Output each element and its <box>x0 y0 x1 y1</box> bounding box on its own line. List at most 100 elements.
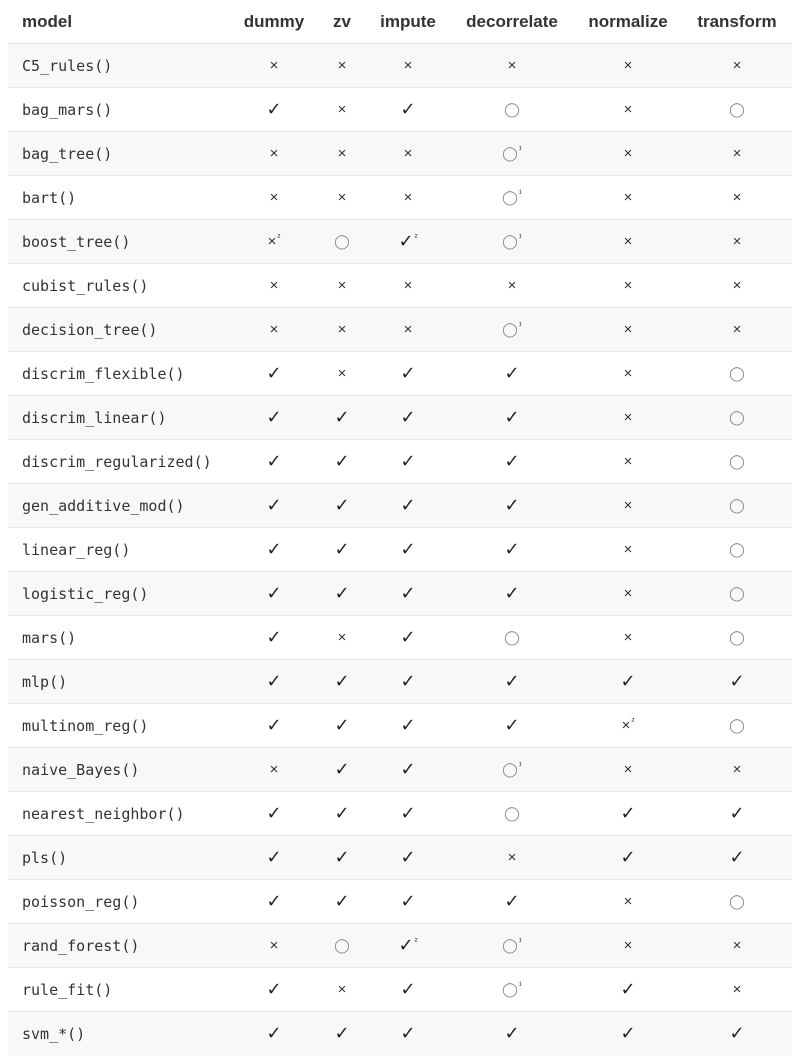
footnote-marker: ² <box>631 715 635 726</box>
check-icon: ✓ <box>620 846 636 867</box>
cell-zv: × <box>318 351 366 396</box>
circle-icon: ◯ <box>729 716 745 733</box>
model-name-cell: discrim_regularized() <box>8 439 230 484</box>
check-icon: ✓ <box>504 494 520 515</box>
cell-zv: × <box>318 175 366 220</box>
circle-icon: ◯ <box>729 540 745 557</box>
cell-decorrelate: ✓ <box>450 703 574 748</box>
check-icon: ✓ <box>334 670 350 691</box>
cell-zv: × <box>318 263 366 308</box>
table-row: naive_Bayes()×✓✓◯¹×× <box>8 747 792 792</box>
cell-dummy: × <box>230 307 318 352</box>
cell-transform: ◯ <box>682 351 792 396</box>
cell-dummy: × <box>230 175 318 220</box>
cell-impute: ✓ <box>366 615 450 660</box>
model-name-cell: mlp() <box>8 659 230 704</box>
cell-dummy: × <box>230 263 318 308</box>
cell-transform: ✓ <box>682 835 792 880</box>
cell-normalize: × <box>574 923 682 968</box>
check-icon: ✓ <box>334 538 350 559</box>
cell-decorrelate: ◯ <box>450 791 574 836</box>
cross-icon: × <box>623 760 633 778</box>
check-icon: ✓ <box>400 450 416 471</box>
cell-dummy: ✓ <box>230 791 318 836</box>
cell-zv: ✓ <box>318 439 366 484</box>
circle-icon: ◯ <box>502 145 518 162</box>
cell-dummy: × <box>230 747 318 792</box>
cell-impute: ✓ <box>366 527 450 572</box>
cell-transform: ◯ <box>682 87 792 132</box>
check-icon: ✓ <box>729 670 745 691</box>
table-row: cubist_rules()×××××× <box>8 263 792 308</box>
model-name-cell: bag_tree() <box>8 131 230 176</box>
cell-transform: ◯ <box>682 571 792 616</box>
cell-decorrelate: ◯ <box>450 87 574 132</box>
cell-impute: ✓ <box>366 395 450 440</box>
check-icon: ✓ <box>400 98 416 119</box>
cross-icon: × <box>732 936 742 954</box>
check-icon: ✓ <box>400 362 416 383</box>
footnote-marker: ² <box>414 232 418 243</box>
cell-transform: ◯ <box>682 879 792 924</box>
table-row: svm_*()✓✓✓✓✓✓ <box>8 1011 792 1056</box>
check-icon: ✓ <box>729 1022 745 1043</box>
cell-dummy: ✓ <box>230 659 318 704</box>
cell-decorrelate: ◯¹ <box>450 747 574 792</box>
cross-icon: × <box>732 276 742 294</box>
cross-icon: × <box>403 188 413 206</box>
model-name-cell: bag_mars() <box>8 87 230 132</box>
cell-impute: ✓ <box>366 703 450 748</box>
cell-transform: × <box>682 131 792 176</box>
cell-zv: × <box>318 131 366 176</box>
cell-decorrelate: ✓ <box>450 395 574 440</box>
cell-dummy: ✓ <box>230 571 318 616</box>
cell-normalize: × <box>574 131 682 176</box>
cross-icon: × <box>623 144 633 162</box>
cell-decorrelate: ◯¹ <box>450 307 574 352</box>
cross-icon: × <box>623 100 633 118</box>
cell-transform: × <box>682 263 792 308</box>
footnote-marker: ² <box>414 936 418 947</box>
cell-impute: ✓² <box>366 219 450 264</box>
circle-icon: ◯ <box>502 321 518 338</box>
cell-zv: ✓ <box>318 747 366 792</box>
cell-dummy: ×² <box>230 219 318 264</box>
cross-icon: × <box>623 540 633 558</box>
model-name-cell: pls() <box>8 835 230 880</box>
cell-dummy: ✓ <box>230 879 318 924</box>
check-icon: ✓ <box>334 406 350 427</box>
check-icon: ✓ <box>266 450 282 471</box>
cell-normalize: × <box>574 439 682 484</box>
circle-icon: ◯ <box>729 408 745 425</box>
table-row: discrim_linear()✓✓✓✓×◯ <box>8 395 792 440</box>
table-row: mlp()✓✓✓✓✓✓ <box>8 659 792 704</box>
check-icon: ✓ <box>266 626 282 647</box>
circle-icon: ◯ <box>729 628 745 645</box>
cell-normalize: × <box>574 527 682 572</box>
table-row: bag_tree()×××◯¹×× <box>8 131 792 176</box>
cross-icon: × <box>337 980 347 998</box>
model-name-cell: nearest_neighbor() <box>8 791 230 836</box>
cell-transform: × <box>682 175 792 220</box>
cell-decorrelate: ◯¹ <box>450 131 574 176</box>
cell-normalize: ✓ <box>574 659 682 704</box>
cell-impute: × <box>366 263 450 308</box>
cell-decorrelate: ✓ <box>450 571 574 616</box>
cell-zv: ✓ <box>318 659 366 704</box>
cross-icon: × <box>337 628 347 646</box>
check-icon: ✓ <box>504 450 520 471</box>
check-icon: ✓ <box>400 626 416 647</box>
check-icon: ✓ <box>334 890 350 911</box>
circle-icon: ◯ <box>729 584 745 601</box>
cell-transform: × <box>682 219 792 264</box>
cell-normalize: × <box>574 879 682 924</box>
circle-icon: ◯ <box>502 981 518 998</box>
cell-impute: ✓ <box>366 351 450 396</box>
table-body: C5_rules()××××××bag_mars()✓×✓◯×◯bag_tree… <box>8 43 792 1056</box>
header-normalize: normalize <box>574 0 682 44</box>
check-icon: ✓ <box>620 670 636 691</box>
cross-icon: × <box>269 144 279 162</box>
cell-impute: ✓ <box>366 87 450 132</box>
cell-transform: ✓ <box>682 659 792 704</box>
check-icon: ✓ <box>504 582 520 603</box>
